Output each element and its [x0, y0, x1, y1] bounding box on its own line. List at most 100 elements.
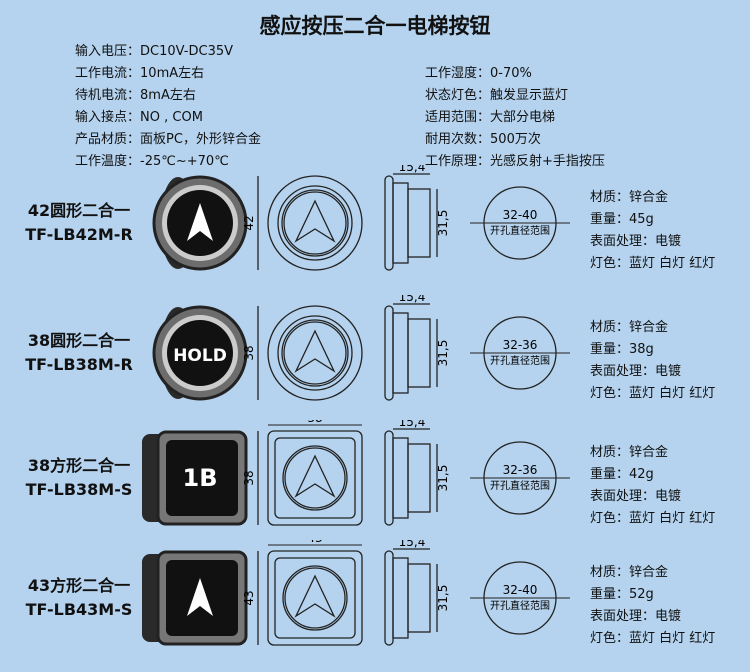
- spec-finish: 表面处理：电镀: [590, 609, 682, 624]
- height-dimension: 31,5: [436, 340, 450, 367]
- hole-diagram: 32-36 开孔直径范围: [470, 441, 570, 515]
- front-view-drawing: [257, 430, 363, 526]
- depth-dimension: 15,4: [399, 165, 426, 174]
- spec-material: 材质：锌合金: [590, 565, 669, 580]
- spec-item: 工作湿度：0-70%: [425, 66, 532, 81]
- spec-value: 大部分电梯: [490, 110, 556, 125]
- spec-value: -25℃~+70℃: [140, 154, 229, 169]
- product-name: 42圆形二合一: [27, 201, 131, 220]
- product-model: TF-LB38M-R: [25, 355, 133, 374]
- spec-item: 状态灯色：触发显示蓝灯: [425, 88, 569, 103]
- hole-diagram: 32-40 开孔直径范围: [470, 186, 570, 260]
- product-row: 38方形二合一TF-LB38M-S1B383815,431,532-36开孔直径…: [0, 420, 750, 540]
- spec-key: 输入电压: [75, 44, 128, 59]
- spec-finish: 表面处理：电镀: [590, 489, 682, 504]
- spec-material: 材质：锌合金: [590, 320, 669, 335]
- spec-key: 工作温度: [75, 154, 128, 169]
- button-glyph: HOLD: [173, 346, 227, 366]
- spec-key: 耐用次数: [425, 132, 478, 147]
- spec-finish: 表面处理：电镀: [590, 364, 682, 379]
- product-row: 43方形二合一 TF-LB43M-S 43 43 15,4 31,5 32-40 开孔直径范围…: [0, 540, 750, 660]
- product-photo: [142, 430, 248, 526]
- hole-range: 32-40: [503, 208, 538, 222]
- hole-caption: 开孔直径范围: [490, 479, 550, 492]
- product-name: 38方形二合一: [27, 456, 131, 475]
- row-drawings: 43 43 15,4 31,5 32-40 开孔直径范围: [142, 540, 570, 646]
- spec-value: NO , COM: [140, 110, 203, 125]
- height-dimension: 31,5: [436, 465, 450, 492]
- spec-item: 产品材质：面板PC，外形锌合金: [75, 132, 261, 147]
- spec-key: 工作湿度: [425, 66, 478, 81]
- hole-caption: 开孔直径范围: [490, 599, 550, 612]
- spec-colors: 灯色：蓝灯 白灯 红灯: [590, 256, 716, 271]
- spec-value: 触发显示蓝灯: [490, 88, 569, 103]
- spec-value: DC10V-DC35V: [140, 44, 234, 59]
- product-name: 43方形二合一: [27, 576, 131, 595]
- depth-dimension: 15,4: [399, 540, 426, 549]
- spec-item: 耐用次数：500万次: [425, 132, 541, 147]
- spec-key: 适用范围: [425, 110, 478, 125]
- spec-value: 8mA左右: [140, 88, 196, 103]
- depth-dimension: 15,4: [399, 295, 426, 304]
- front-view-drawing: [257, 175, 363, 271]
- side-view-drawing: [384, 303, 438, 401]
- spec-weight: 重量：42g: [590, 467, 654, 482]
- spec-key: 工作电流: [75, 66, 128, 81]
- spec-key: 待机电流: [75, 88, 128, 103]
- spec-key: 工作原理: [425, 154, 478, 169]
- spec-weight: 重量：52g: [590, 587, 654, 602]
- page-title: 感应按压二合一电梯按钮: [259, 14, 491, 38]
- spec-key: 产品材质: [75, 132, 128, 147]
- spec-item: 适用范围：大部分电梯: [425, 110, 556, 125]
- spec-colors: 灯色：蓝灯 白灯 红灯: [590, 511, 716, 526]
- size-dimension: 42: [242, 215, 256, 230]
- side-view-drawing: [384, 428, 438, 526]
- product-specs: 材质：锌合金重量：38g 表面处理：电镀灯色：蓝灯 白灯 红灯: [590, 317, 715, 405]
- hole-range: 32-40: [503, 583, 538, 597]
- button-glyph: 1B: [183, 464, 218, 492]
- spec-value: 0-70%: [490, 66, 532, 81]
- product-specs: 材质：锌合金重量：42g 表面处理：电镀灯色：蓝灯 白灯 红灯: [590, 442, 715, 530]
- product-model: TF-LB38M-S: [25, 480, 133, 499]
- hole-range: 32-36: [503, 463, 538, 477]
- hole-caption: 开孔直径范围: [490, 224, 550, 237]
- spec-material: 材质：锌合金: [590, 445, 669, 460]
- spec-value: 面板PC，外形锌合金: [140, 132, 261, 147]
- spec-item: 待机电流：8mA左右: [75, 88, 196, 103]
- arrow-up-icon: [187, 578, 213, 616]
- spec-value: 500万次: [490, 132, 541, 147]
- product-name: 38圆形二合一: [27, 331, 131, 350]
- front-view-drawing: [257, 550, 363, 646]
- side-view-drawing: [384, 173, 438, 271]
- spec-key: 状态灯色: [425, 88, 478, 103]
- product-model: TF-LB43M-S: [25, 600, 133, 619]
- spec-item: 工作原理：光感反射+手指按压: [425, 154, 605, 169]
- spec-key: 输入接点: [75, 110, 128, 125]
- product-label: 42圆形二合一 TF-LB42M-R: [10, 199, 148, 247]
- spec-finish: 表面处理：电镀: [590, 234, 682, 249]
- spec-item: 工作电流：10mA左右: [75, 66, 205, 81]
- height-dimension: 31,5: [436, 585, 450, 612]
- arrow-up-icon: [187, 203, 213, 241]
- spec-value: 10mA左右: [140, 66, 205, 81]
- spec-item: 输入电压：DC10V-DC35V: [75, 44, 234, 59]
- spec-weight: 重量：38g: [590, 342, 654, 357]
- spec-colors: 灯色：蓝灯 白灯 红灯: [590, 386, 716, 401]
- spec-item: 输入接点：NO , COM: [75, 110, 203, 125]
- spec-item: 工作温度：-25℃~+70℃: [75, 154, 229, 169]
- spec-material: 材质：锌合金: [590, 190, 669, 205]
- side-view-drawing: [384, 548, 438, 646]
- product-model: TF-LB42M-R: [25, 225, 133, 244]
- width-dimension: 43: [307, 540, 322, 545]
- product-photo: [152, 305, 248, 401]
- product-label: 43方形二合一 TF-LB43M-S: [10, 574, 148, 622]
- size-dimension: 43: [242, 590, 256, 605]
- hole-range: 32-36: [503, 338, 538, 352]
